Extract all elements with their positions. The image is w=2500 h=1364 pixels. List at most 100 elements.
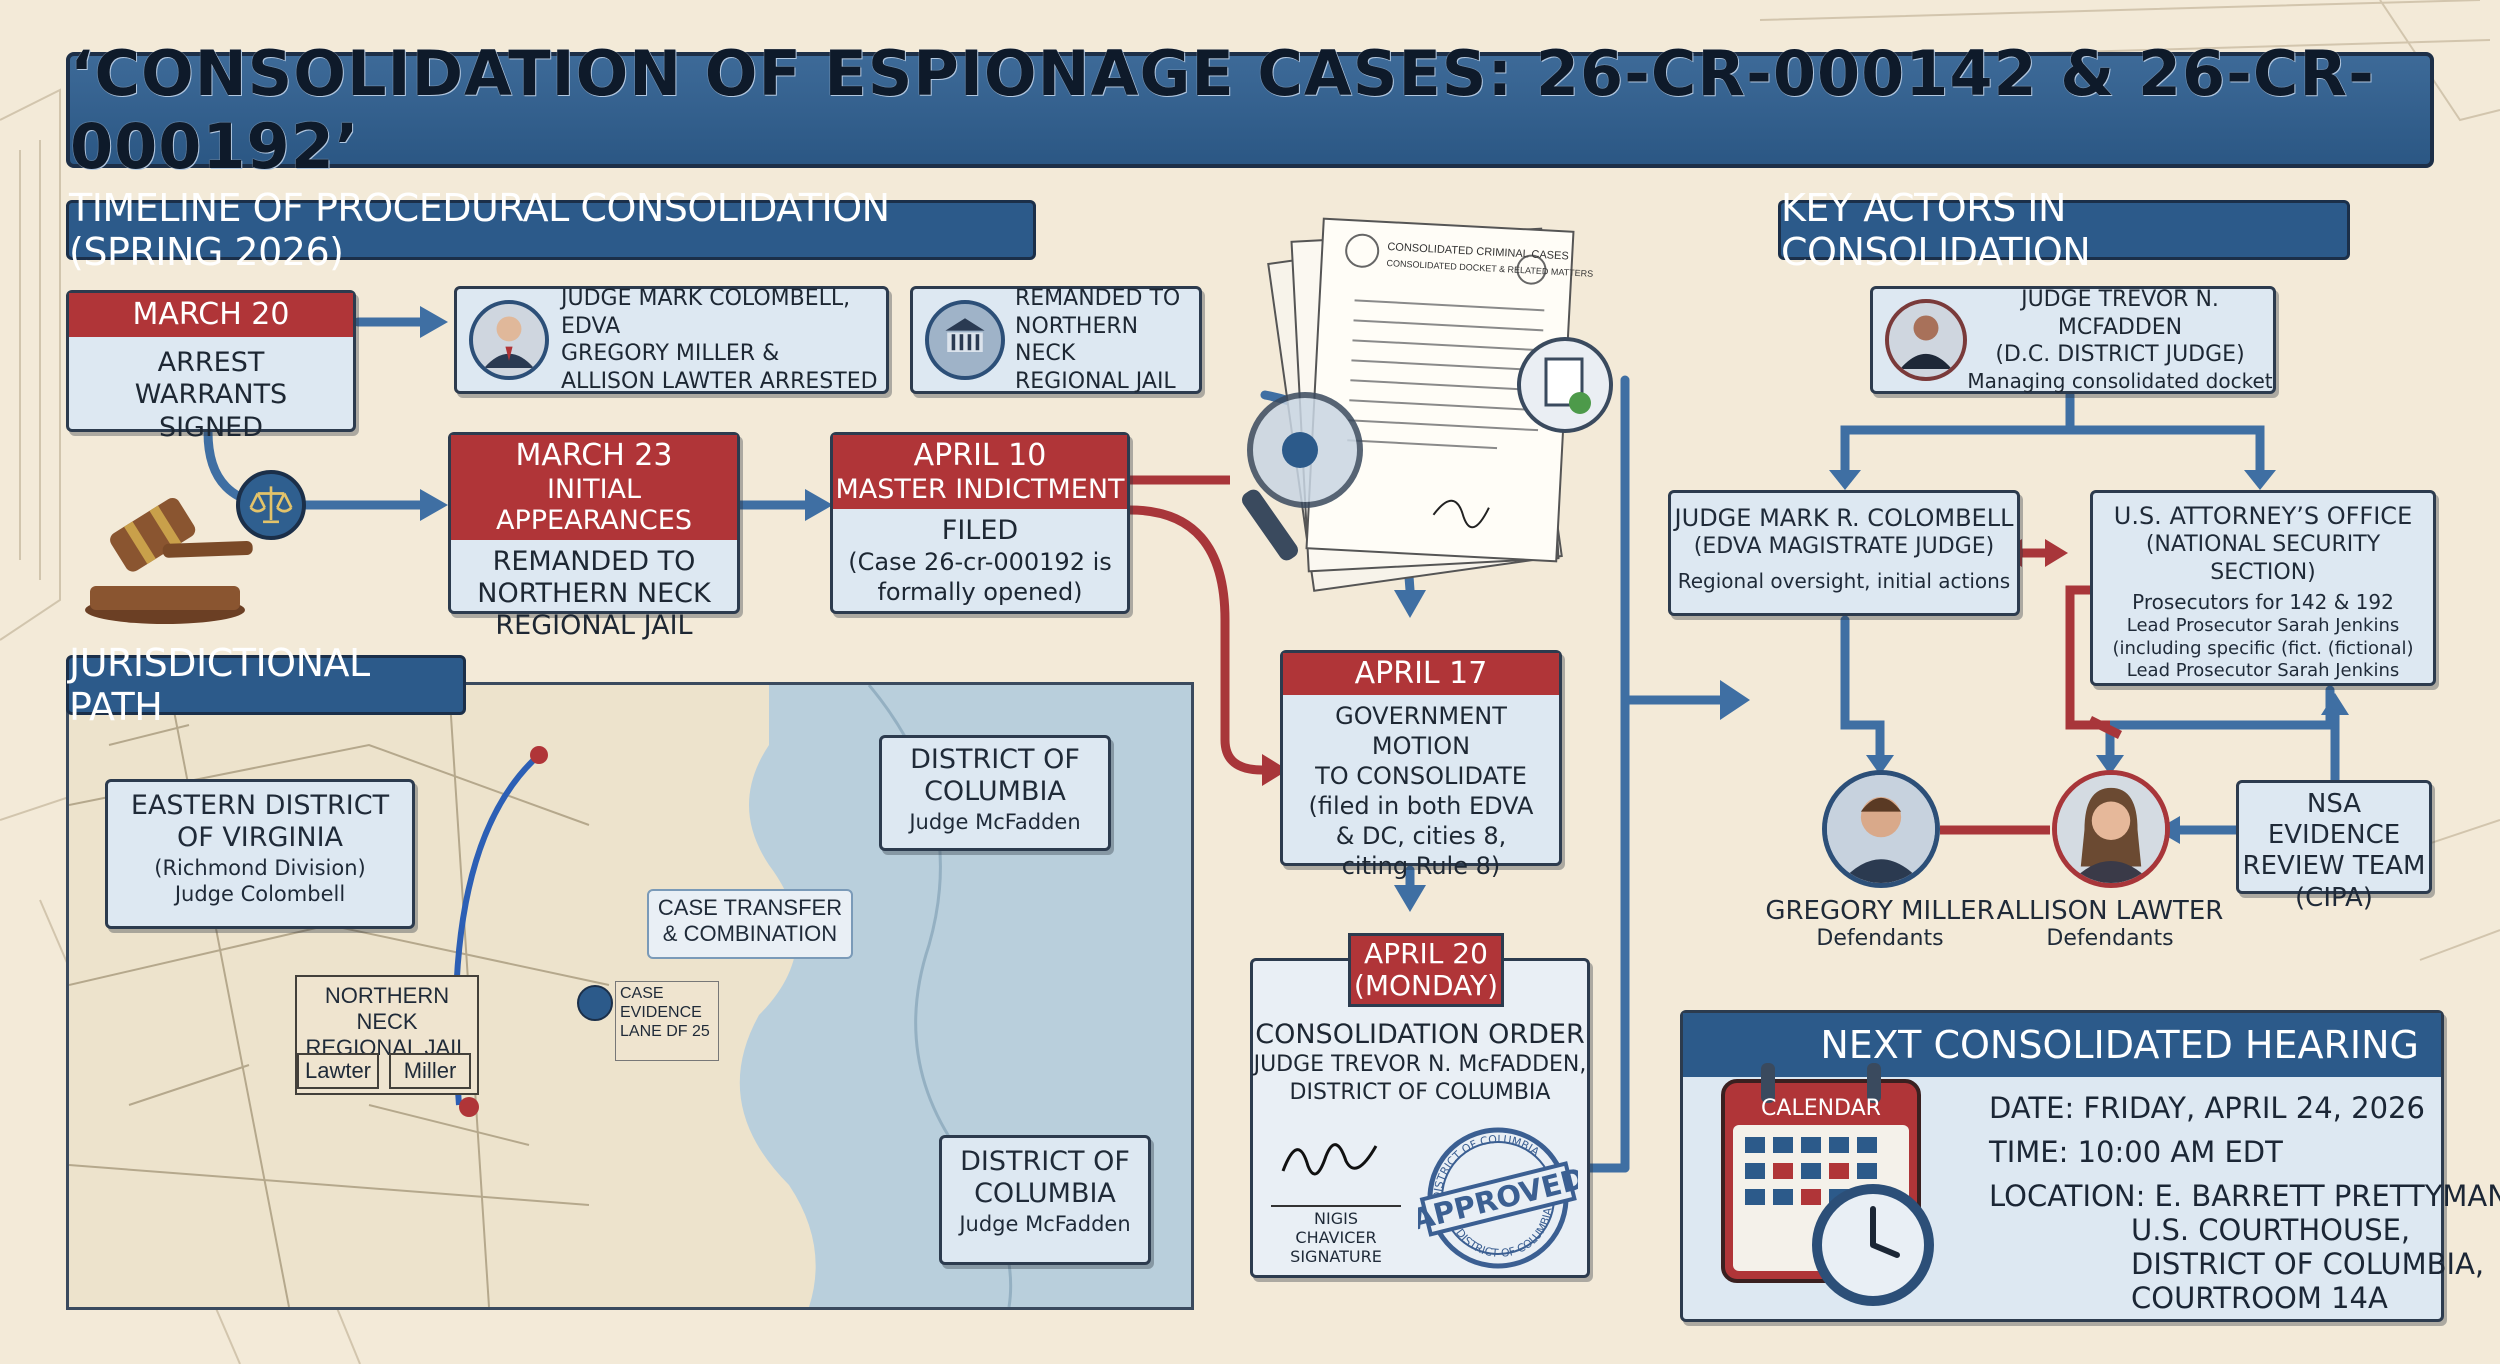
judge-mcfadden-avatar-icon — [1885, 299, 1967, 381]
consolidation-document-illustration: CONSOLIDATED CRIMINAL CASES CONSOLIDATED… — [1242, 217, 1613, 592]
signature-line2: SIGNATURE — [1290, 1247, 1382, 1266]
arrest-note-line3: ALLISON LAWTER ARRESTED — [561, 368, 878, 394]
arrest-note-line1: JUDGE MARK COLOMBELL, EDVA — [561, 286, 851, 339]
evidence-building-icon — [577, 985, 613, 1021]
april10-line2: (Case 26-cr-000192 is — [848, 547, 1112, 576]
colombell-desc: Regional oversight, initial actions — [1677, 568, 2011, 593]
lawter-label: ALLISON LAWTER Defendants — [1990, 896, 2230, 951]
april20-day: (MONDAY) — [1353, 969, 1499, 1003]
usao-role: (NATIONAL SECURITY SECTION) — [2145, 532, 2381, 585]
usao-line2: Lead Prosecutor Sarah Jenkins — [2126, 615, 2400, 636]
jurisdiction-map: JURISDICTIONAL PATH EASTERN DISTRICT OF … — [66, 641, 1194, 1310]
march20-card: MARCH 20 ARREST WARRANTS SIGNED — [66, 290, 356, 443]
hearing-heading: NEXT CONSOLIDATED HEARING — [1683, 1013, 2441, 1077]
april20-line2: JUDGE TREVOR N. McFADDEN, — [1253, 1052, 1587, 1078]
signature-line1: NIGIS CHAVICER — [1295, 1209, 1377, 1247]
march23-line1: REMANDED TO — [492, 545, 696, 577]
dc-bottom-line2: COLUMBIA — [974, 1178, 1116, 1210]
edva-card: EASTERN DISTRICT OF VIRGINIA (Richmond D… — [105, 779, 415, 929]
hearing-time: TIME: 10:00 AM EDT — [1989, 1135, 2283, 1169]
march20-text: ARREST WARRANTS SIGNED — [134, 347, 288, 443]
hearing-date: DATE: FRIDAY, APRIL 24, 2026 — [1989, 1091, 2425, 1125]
scales-of-justice-icon — [236, 470, 306, 540]
mcfadden-role: (D.C. DISTRICT JUDGE) — [1995, 342, 2245, 368]
march23-card: MARCH 23 INITIAL APPEARANCES REMANDED TO… — [448, 432, 740, 641]
april20-line1: CONSOLIDATION ORDER — [1255, 1019, 1585, 1050]
dc-top-line3: Judge McFadden — [909, 809, 1081, 834]
colombell-name: JUDGE MARK R. COLOMBELL — [1674, 504, 2014, 532]
usao-line4: Lead Prosecutor Sarah Jenkins — [2126, 660, 2400, 681]
jail-line1: NORTHERN NECK — [324, 983, 450, 1034]
usao-name: U.S. ATTORNEY’S OFFICE — [2113, 502, 2413, 530]
april10-line1: FILED — [941, 514, 1019, 546]
jail-tag-lawter: Lawter — [297, 1053, 379, 1089]
colombell-card: JUDGE MARK R. COLOMBELL (EDVA MAGISTRATE… — [1668, 490, 2020, 616]
jail-tag-miller: Miller — [389, 1053, 471, 1089]
dc-top-line2: COLUMBIA — [924, 776, 1066, 808]
evidence-line2: EVIDENCE — [620, 1004, 702, 1022]
calendar-label: CALENDAR — [1761, 1096, 1881, 1121]
march23-line2: NORTHERN NECK — [477, 577, 711, 609]
usao-line3: (including specific (fict. (fictional) — [2112, 637, 2414, 659]
evidence-label: CASE EVIDENCE LANE DF 25 — [615, 981, 719, 1061]
dc-top-line1: DISTRICT OF — [910, 744, 1080, 775]
jurisdiction-heading: JURISDICTIONAL PATH — [66, 641, 466, 729]
april17-line5: citing Rule 8) — [1341, 852, 1501, 880]
remand-note-line1: REMANDED TO — [1015, 286, 1181, 311]
miller-role: Defendants — [1816, 926, 1944, 951]
usao-card: U.S. ATTORNEY’S OFFICE (NATIONAL SECURIT… — [2090, 490, 2436, 686]
dc-bottom-line1: DISTRICT OF — [960, 1146, 1130, 1177]
lawter-name: ALLISON LAWTER — [1996, 896, 2224, 926]
remand-note: REMANDED TO NORTHERN NECK REGIONAL JAIL — [910, 286, 1202, 394]
jail-building-icon — [925, 300, 1005, 380]
approved-stamp: DISTRICT OF COLUMBIA DISTRICT OF COLUMBI… — [1418, 1123, 1578, 1271]
april10-subtitle: MASTER INDICTMENT — [835, 473, 1125, 505]
calendar-clock-icon: CALENDAR — [1721, 1063, 1934, 1306]
lawter-role: Defendants — [2046, 926, 2174, 951]
remand-note-line3: REGIONAL JAIL — [1015, 368, 1176, 394]
arrest-note: JUDGE MARK COLOMBELL, EDVA GREGORY MILLE… — [454, 286, 889, 394]
mcfadden-name: JUDGE TREVOR N. MCFADDEN — [2021, 287, 2219, 340]
hearing-location3: DISTRICT OF COLUMBIA, — [2131, 1247, 2485, 1281]
dc-top-card: DISTRICT OF COLUMBIA Judge McFadden — [879, 735, 1111, 851]
timeline-heading: TIMELINE OF PROCEDURAL CONSOLIDATION (SP… — [66, 186, 1036, 274]
evidence-line3: LANE DF 25 — [620, 1023, 710, 1041]
page-title: ‘CONSOLIDATION OF ESPIONAGE CASES: 26-CR… — [66, 37, 2434, 183]
transfer-label: CASE TRANSFER & COMBINATION — [647, 889, 853, 959]
edva-line1: EASTERN DISTRICT — [130, 790, 390, 821]
miller-label: GREGORY MILLER Defendants — [1760, 896, 2000, 951]
nsa-card: NSA EVIDENCE REVIEW TEAM (CIPA) — [2236, 780, 2432, 913]
nsa-line2: REVIEW TEAM — [2242, 851, 2426, 882]
april10-line3: formally opened) — [877, 577, 1083, 606]
gavel-icon — [85, 497, 253, 624]
miller-name: GREGORY MILLER — [1765, 896, 1995, 926]
remand-note-line2: NORTHERN NECK — [1015, 313, 1139, 367]
dc-bottom-line3: Judge McFadden — [959, 1211, 1131, 1236]
april20-line3: DISTRICT OF COLUMBIA — [1289, 1079, 1551, 1105]
march23-date: MARCH 23 — [515, 438, 673, 473]
edva-line2: OF VIRGINIA — [176, 822, 344, 854]
april17-line1: GOVERNMENT MOTION — [1335, 702, 1507, 760]
march20-date: MARCH 20 — [69, 293, 353, 337]
april17-line3: (filed in both EDVA — [1308, 792, 1534, 820]
hearing-location4: COURTROOM 14A — [2131, 1281, 2388, 1315]
april10-card: APRIL 10 MASTER INDICTMENT FILED (Case 2… — [830, 432, 1130, 614]
usao-line1: Prosecutors for 142 & 192 — [2132, 590, 2394, 614]
edva-line3: (Richmond Division) — [154, 855, 366, 880]
edva-line4: Judge Colombell — [174, 882, 346, 907]
april10-date: APRIL 10 — [913, 438, 1047, 473]
april17-date: APRIL 17 — [1283, 653, 1559, 695]
gregory-miller-avatar-icon — [1822, 770, 1940, 888]
march23-line3: REGIONAL JAIL — [495, 610, 693, 642]
april20-date: APRIL 20 — [1364, 937, 1488, 970]
mcfadden-desc: Managing consolidated docket — [1967, 368, 2273, 393]
hearing-location1: LOCATION: E. BARRETT PRETTYMAN — [1989, 1179, 2500, 1213]
nsa-line1: NSA EVIDENCE — [2267, 789, 2401, 851]
nsa-line3: (CIPA) — [2295, 882, 2373, 913]
march23-subtitle: INITIAL APPEARANCES — [496, 473, 692, 536]
allison-lawter-avatar-icon — [2052, 770, 2170, 888]
evidence-line1: CASE — [620, 985, 664, 1002]
mcfadden-card: JUDGE TREVOR N. MCFADDEN (D.C. DISTRICT … — [1870, 286, 2276, 394]
signature-icon — [1281, 1143, 1378, 1176]
april17-line2: TO CONSOLIDATE — [1315, 762, 1527, 790]
